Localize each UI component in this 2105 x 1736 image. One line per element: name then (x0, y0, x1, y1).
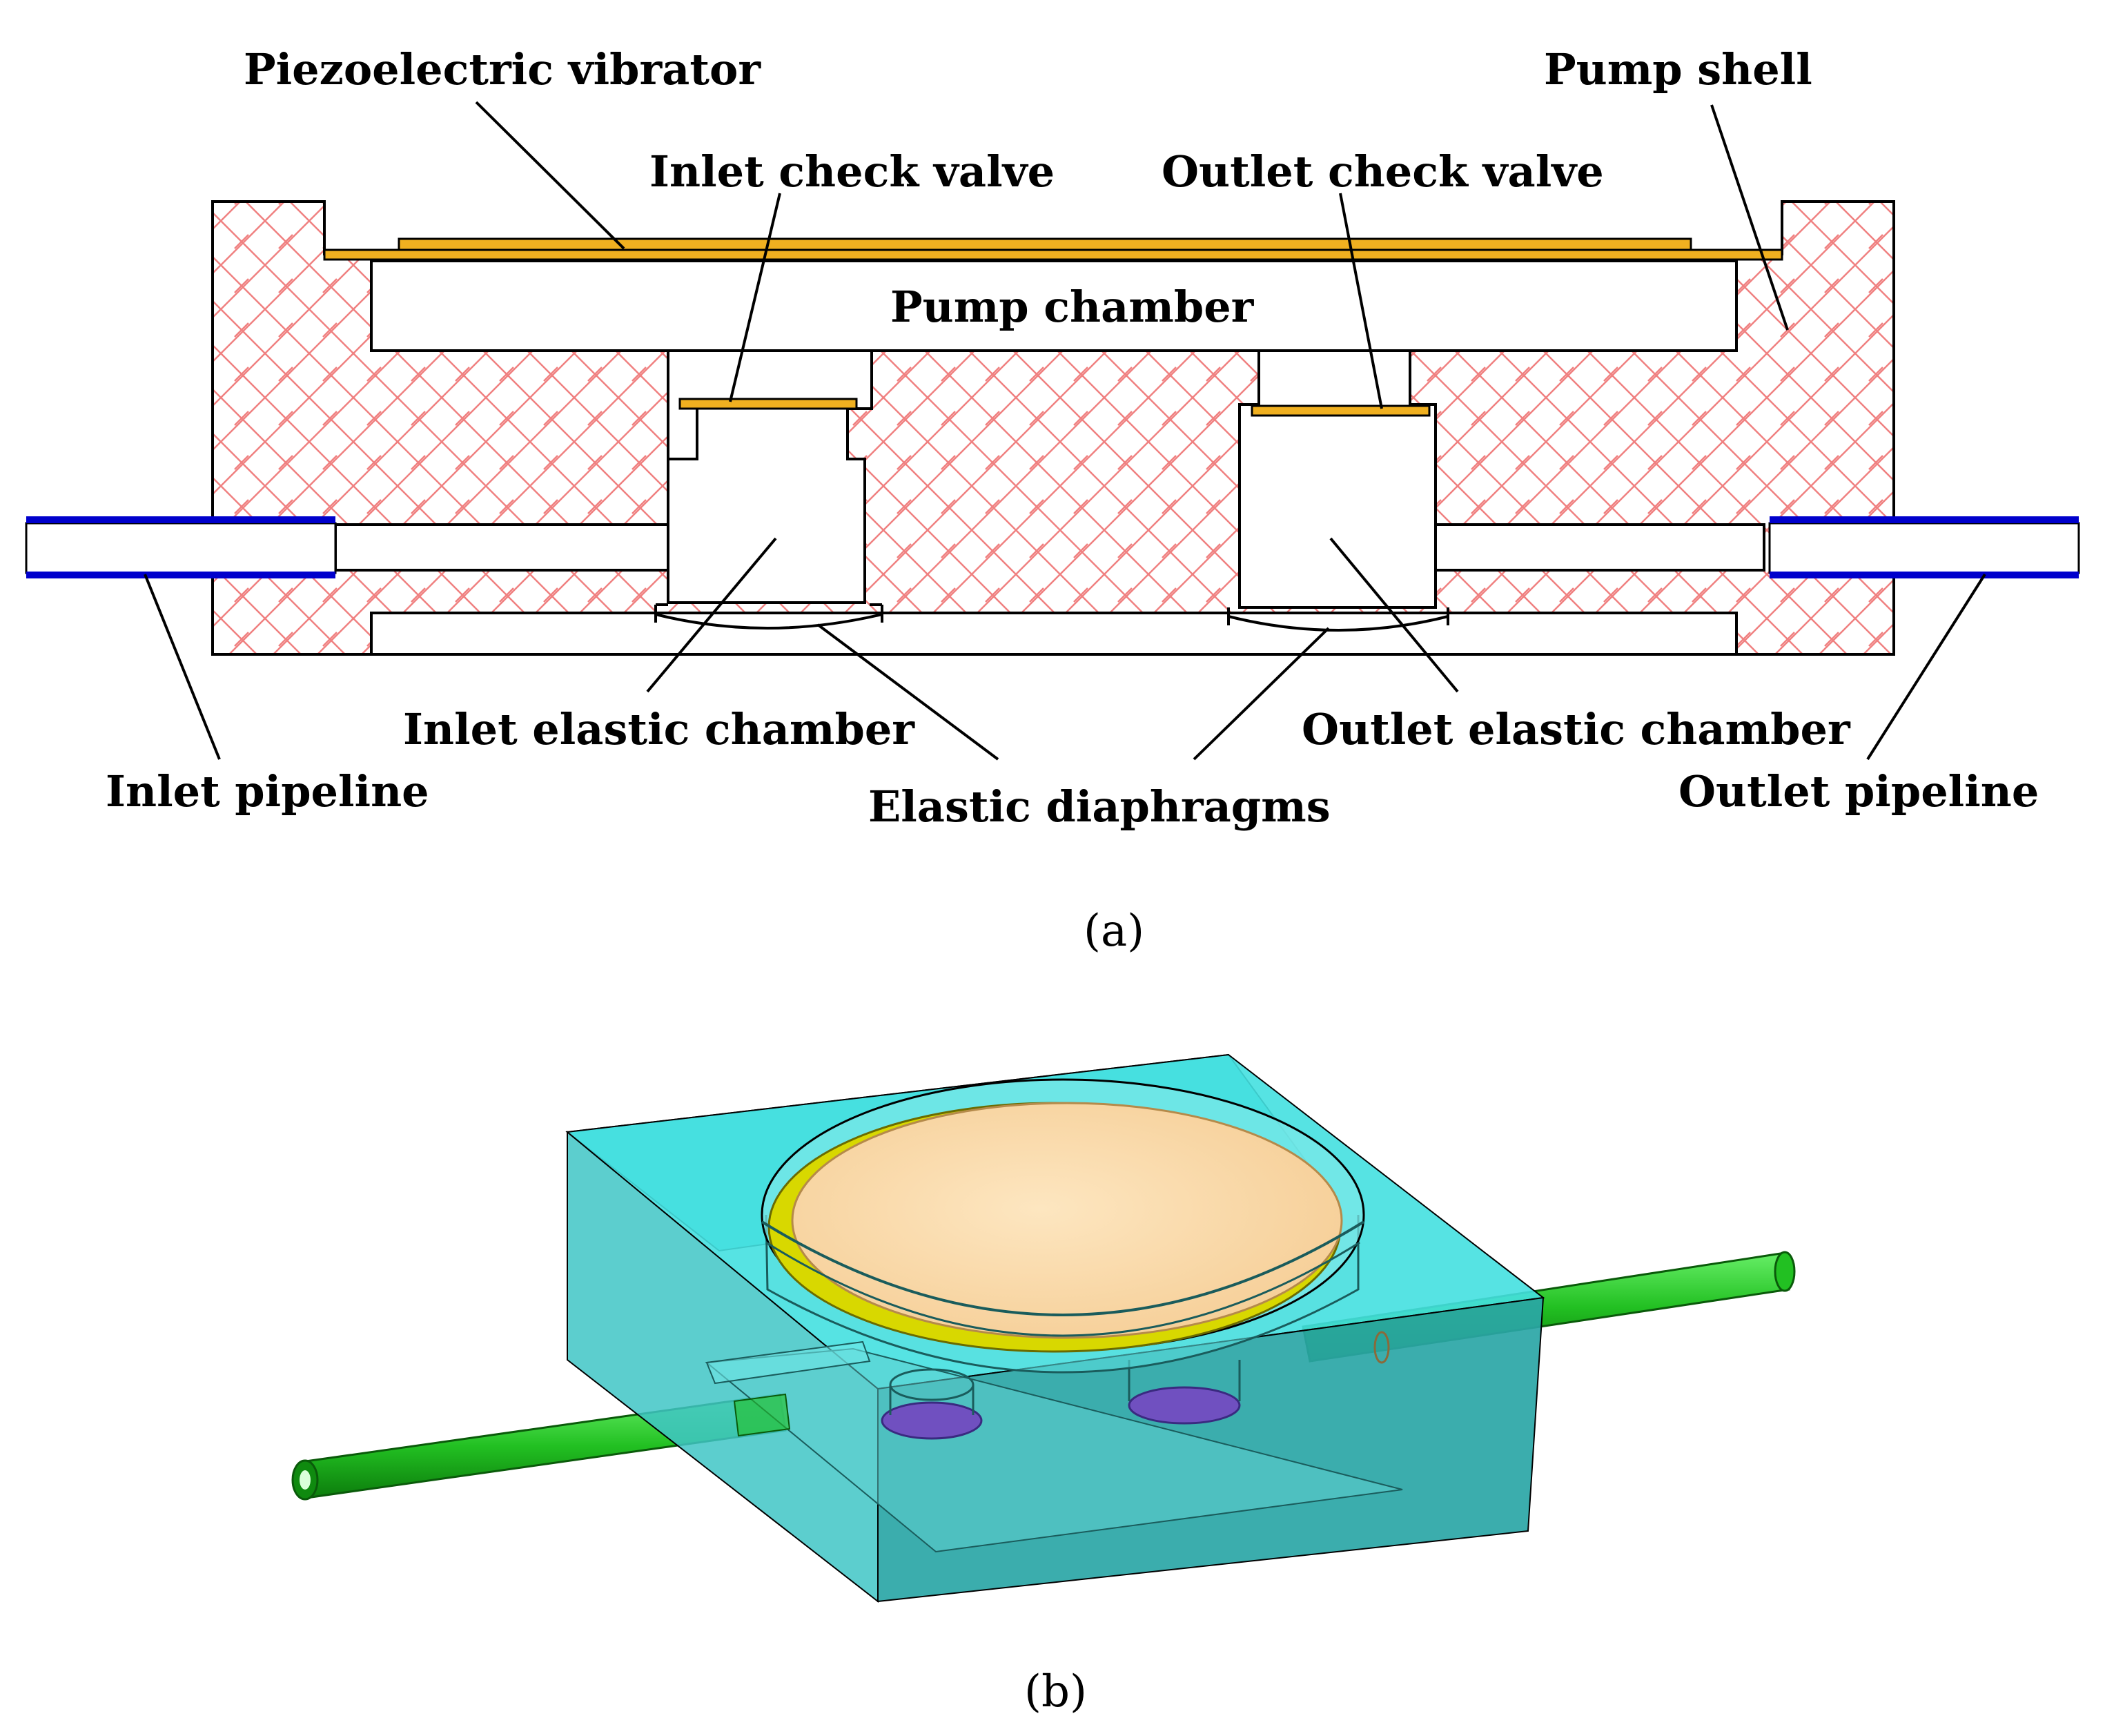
inlet-pipe-bore (300, 1470, 311, 1490)
outlet-diaphragm-rim (1227, 607, 1449, 625)
inlet-channel (705, 1340, 871, 1385)
label-pump-shell: Pump shell (1544, 44, 1812, 95)
label-inlet-pipeline: Inlet pipeline (106, 766, 429, 817)
outlet-valve-cup (1128, 1386, 1241, 1425)
inlet-pipeline (25, 516, 337, 578)
outlet-pipeline (1768, 516, 2080, 578)
outlet-elastic-diaphragm (1228, 615, 1449, 632)
inlet-check-valve-plate (678, 398, 858, 410)
label-outlet-elastic-chamber: Outlet elastic chamber (1302, 704, 1851, 754)
piezo-ceramic (398, 237, 1692, 251)
outlet-check-valve-plate (1251, 404, 1431, 417)
inlet-valve-wall (889, 1385, 975, 1415)
label-elastic-diaphragms: Elastic diaphragms (868, 781, 1331, 832)
inlet-elastic-diaphragm (655, 613, 883, 630)
isometric-view-b: (b) (291, 1053, 1796, 1717)
leader-outlet-elastic-chamber (1329, 537, 1459, 693)
inlet-chamber-step (667, 351, 873, 603)
leader-outlet-pipeline (1866, 573, 1986, 761)
leader-inlet-check-valve (729, 193, 781, 402)
pump-chamber-rim-front (761, 1220, 1365, 1316)
inlet-diaphragm-rim (654, 603, 883, 623)
pump-chamber-rim-inner-line (765, 1241, 1360, 1337)
leader-inlet-elastic-chamber (646, 537, 777, 693)
label-inlet-check-valve: Inlet check valve (649, 146, 1055, 197)
caption-a: (a) (1084, 906, 1144, 957)
piezo-base-plate (323, 248, 1783, 261)
inlet-pipe-inside (733, 1393, 791, 1437)
leader-elastic-diaphragm-inlet (816, 623, 999, 761)
outlet-pipe-inner-ring (1373, 1331, 1390, 1364)
pump-shell (211, 200, 1895, 656)
inlet-valve-cup (881, 1401, 983, 1440)
outlet-pipe-end (1774, 1251, 1796, 1292)
label-piezoelectric-vibrator: Piezoelectric vibrator (244, 44, 761, 95)
leader-inlet-pipeline (144, 574, 221, 760)
caption-b: (b) (1024, 1666, 1087, 1717)
label-inlet-elastic-chamber: Inlet elastic chamber (403, 704, 915, 754)
leader-pump-shell (1710, 104, 1789, 331)
section-view-a: Piezoelectric vibrator Pump shell Inlet … (25, 44, 2080, 957)
label-outlet-pipeline: Outlet pipeline (1678, 766, 2039, 817)
leader-elastic-diaphragm-outlet (1193, 627, 1330, 761)
label-outlet-check-valve: Outlet check valve (1162, 146, 1604, 197)
piezo-disc (791, 1102, 1343, 1339)
label-pump-chamber: Pump chamber (890, 282, 1255, 332)
leader-piezoelectric-vibrator (475, 101, 625, 250)
leader-outlet-check-valve (1339, 193, 1383, 409)
